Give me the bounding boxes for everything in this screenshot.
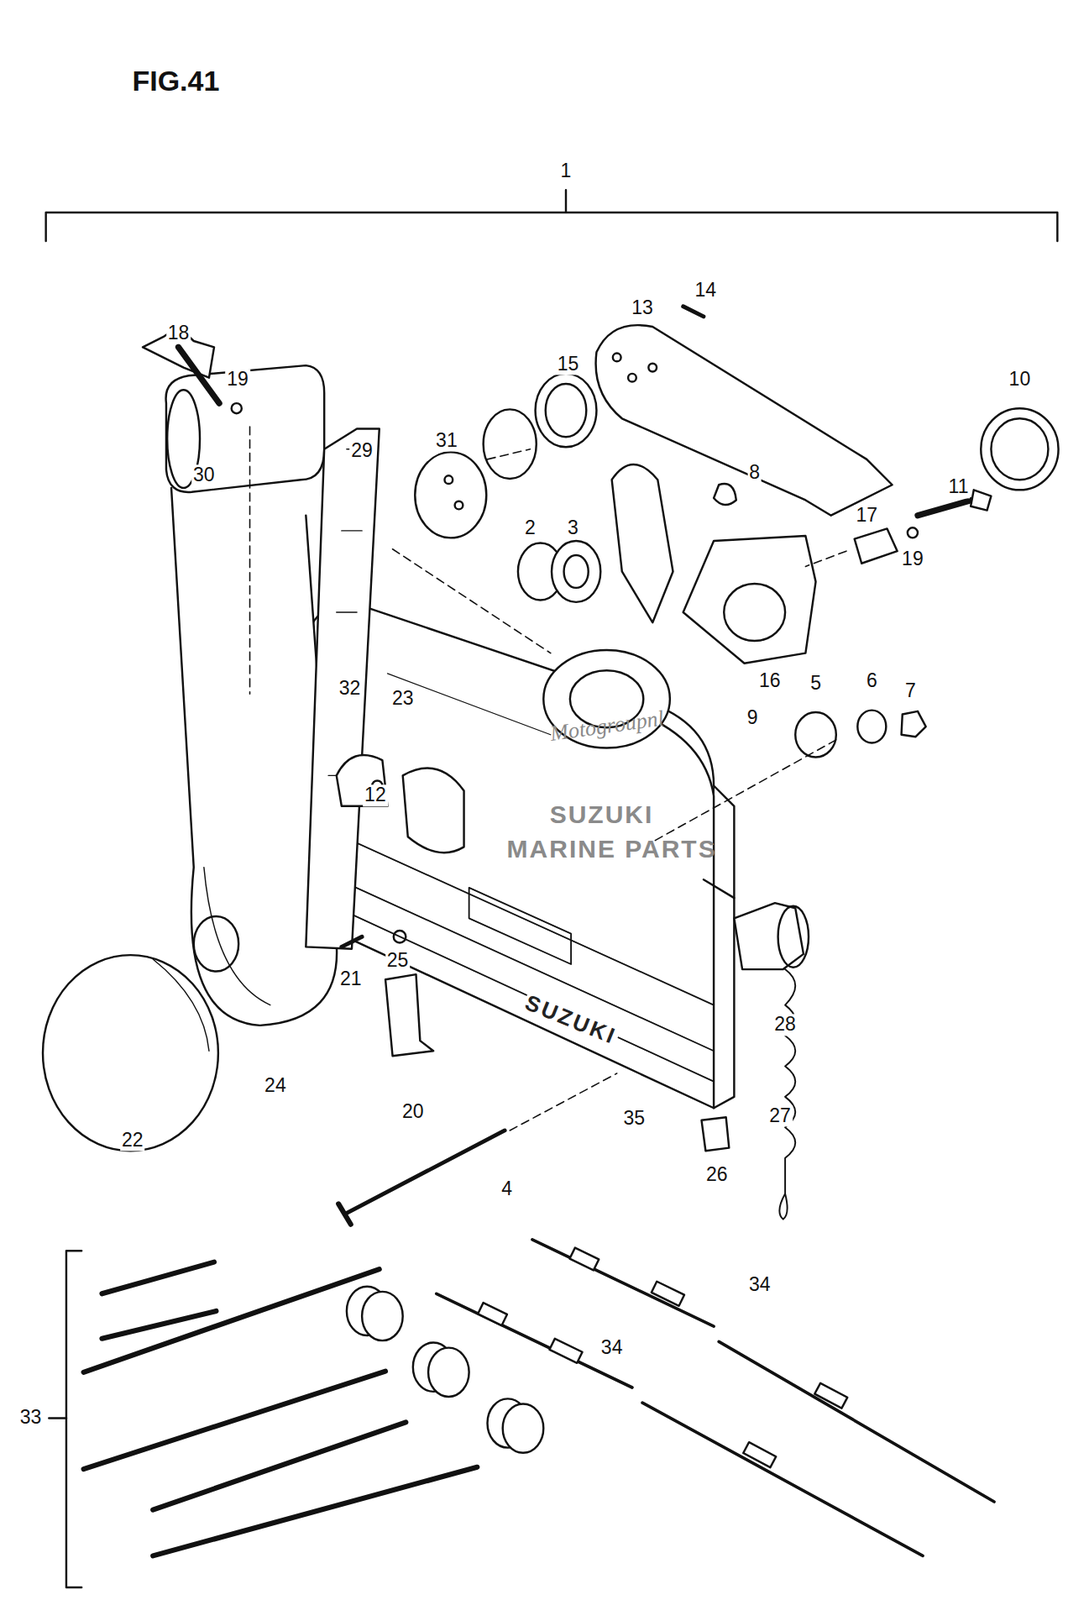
callout-number: 19 — [225, 368, 251, 390]
callout-number: 15 — [555, 353, 582, 375]
callout-number: 7 — [903, 680, 918, 702]
callout-number: 17 — [853, 505, 880, 527]
callout-number: 6 — [864, 670, 880, 692]
brand-text: SUZUKI — [520, 989, 623, 1050]
callout-number: 5 — [808, 672, 823, 694]
watermark: MARINE PARTS — [505, 834, 719, 863]
callout-number: 10 — [1007, 368, 1033, 390]
callout-number: 31 — [434, 429, 460, 451]
callout-number: 12 — [362, 785, 388, 807]
callout-number: 21 — [338, 968, 364, 990]
callout-number: 34 — [747, 1274, 773, 1296]
callout-number: 16 — [757, 670, 783, 692]
callout-number: 26 — [704, 1163, 730, 1185]
callout-number: 19 — [900, 548, 926, 570]
callout-number: 2 — [523, 517, 538, 539]
callout-number: 20 — [400, 1100, 426, 1122]
callout-number: 4 — [499, 1178, 514, 1199]
callout-number: 8 — [747, 462, 762, 484]
callout-number: 9 — [745, 706, 760, 728]
watermark: SUZUKI — [548, 800, 656, 828]
callout-number: 34 — [599, 1337, 625, 1359]
callout-number: 23 — [390, 687, 416, 709]
callout-number: 30 — [191, 464, 217, 486]
callout-number: 1 — [559, 160, 574, 182]
callout-number: 33 — [18, 1406, 44, 1428]
figure-title: FIG.41 — [130, 65, 221, 97]
callout-number: 25 — [385, 949, 411, 971]
callout-number: 27 — [767, 1104, 793, 1126]
watermark: Motogroupnl — [546, 706, 667, 747]
callout-number: 13 — [629, 297, 655, 319]
callout-number: 11 — [947, 476, 971, 498]
callout-number: 32 — [337, 677, 363, 699]
callout-number: 28 — [772, 1014, 798, 1036]
callout-number: 35 — [622, 1108, 648, 1130]
callout-number: 29 — [349, 439, 375, 461]
callout-number: 22 — [120, 1129, 146, 1151]
callout-number: 14 — [693, 279, 719, 301]
callout-number: 18 — [166, 322, 192, 344]
callout-number: 3 — [565, 517, 581, 539]
callout-number: 24 — [262, 1075, 288, 1097]
